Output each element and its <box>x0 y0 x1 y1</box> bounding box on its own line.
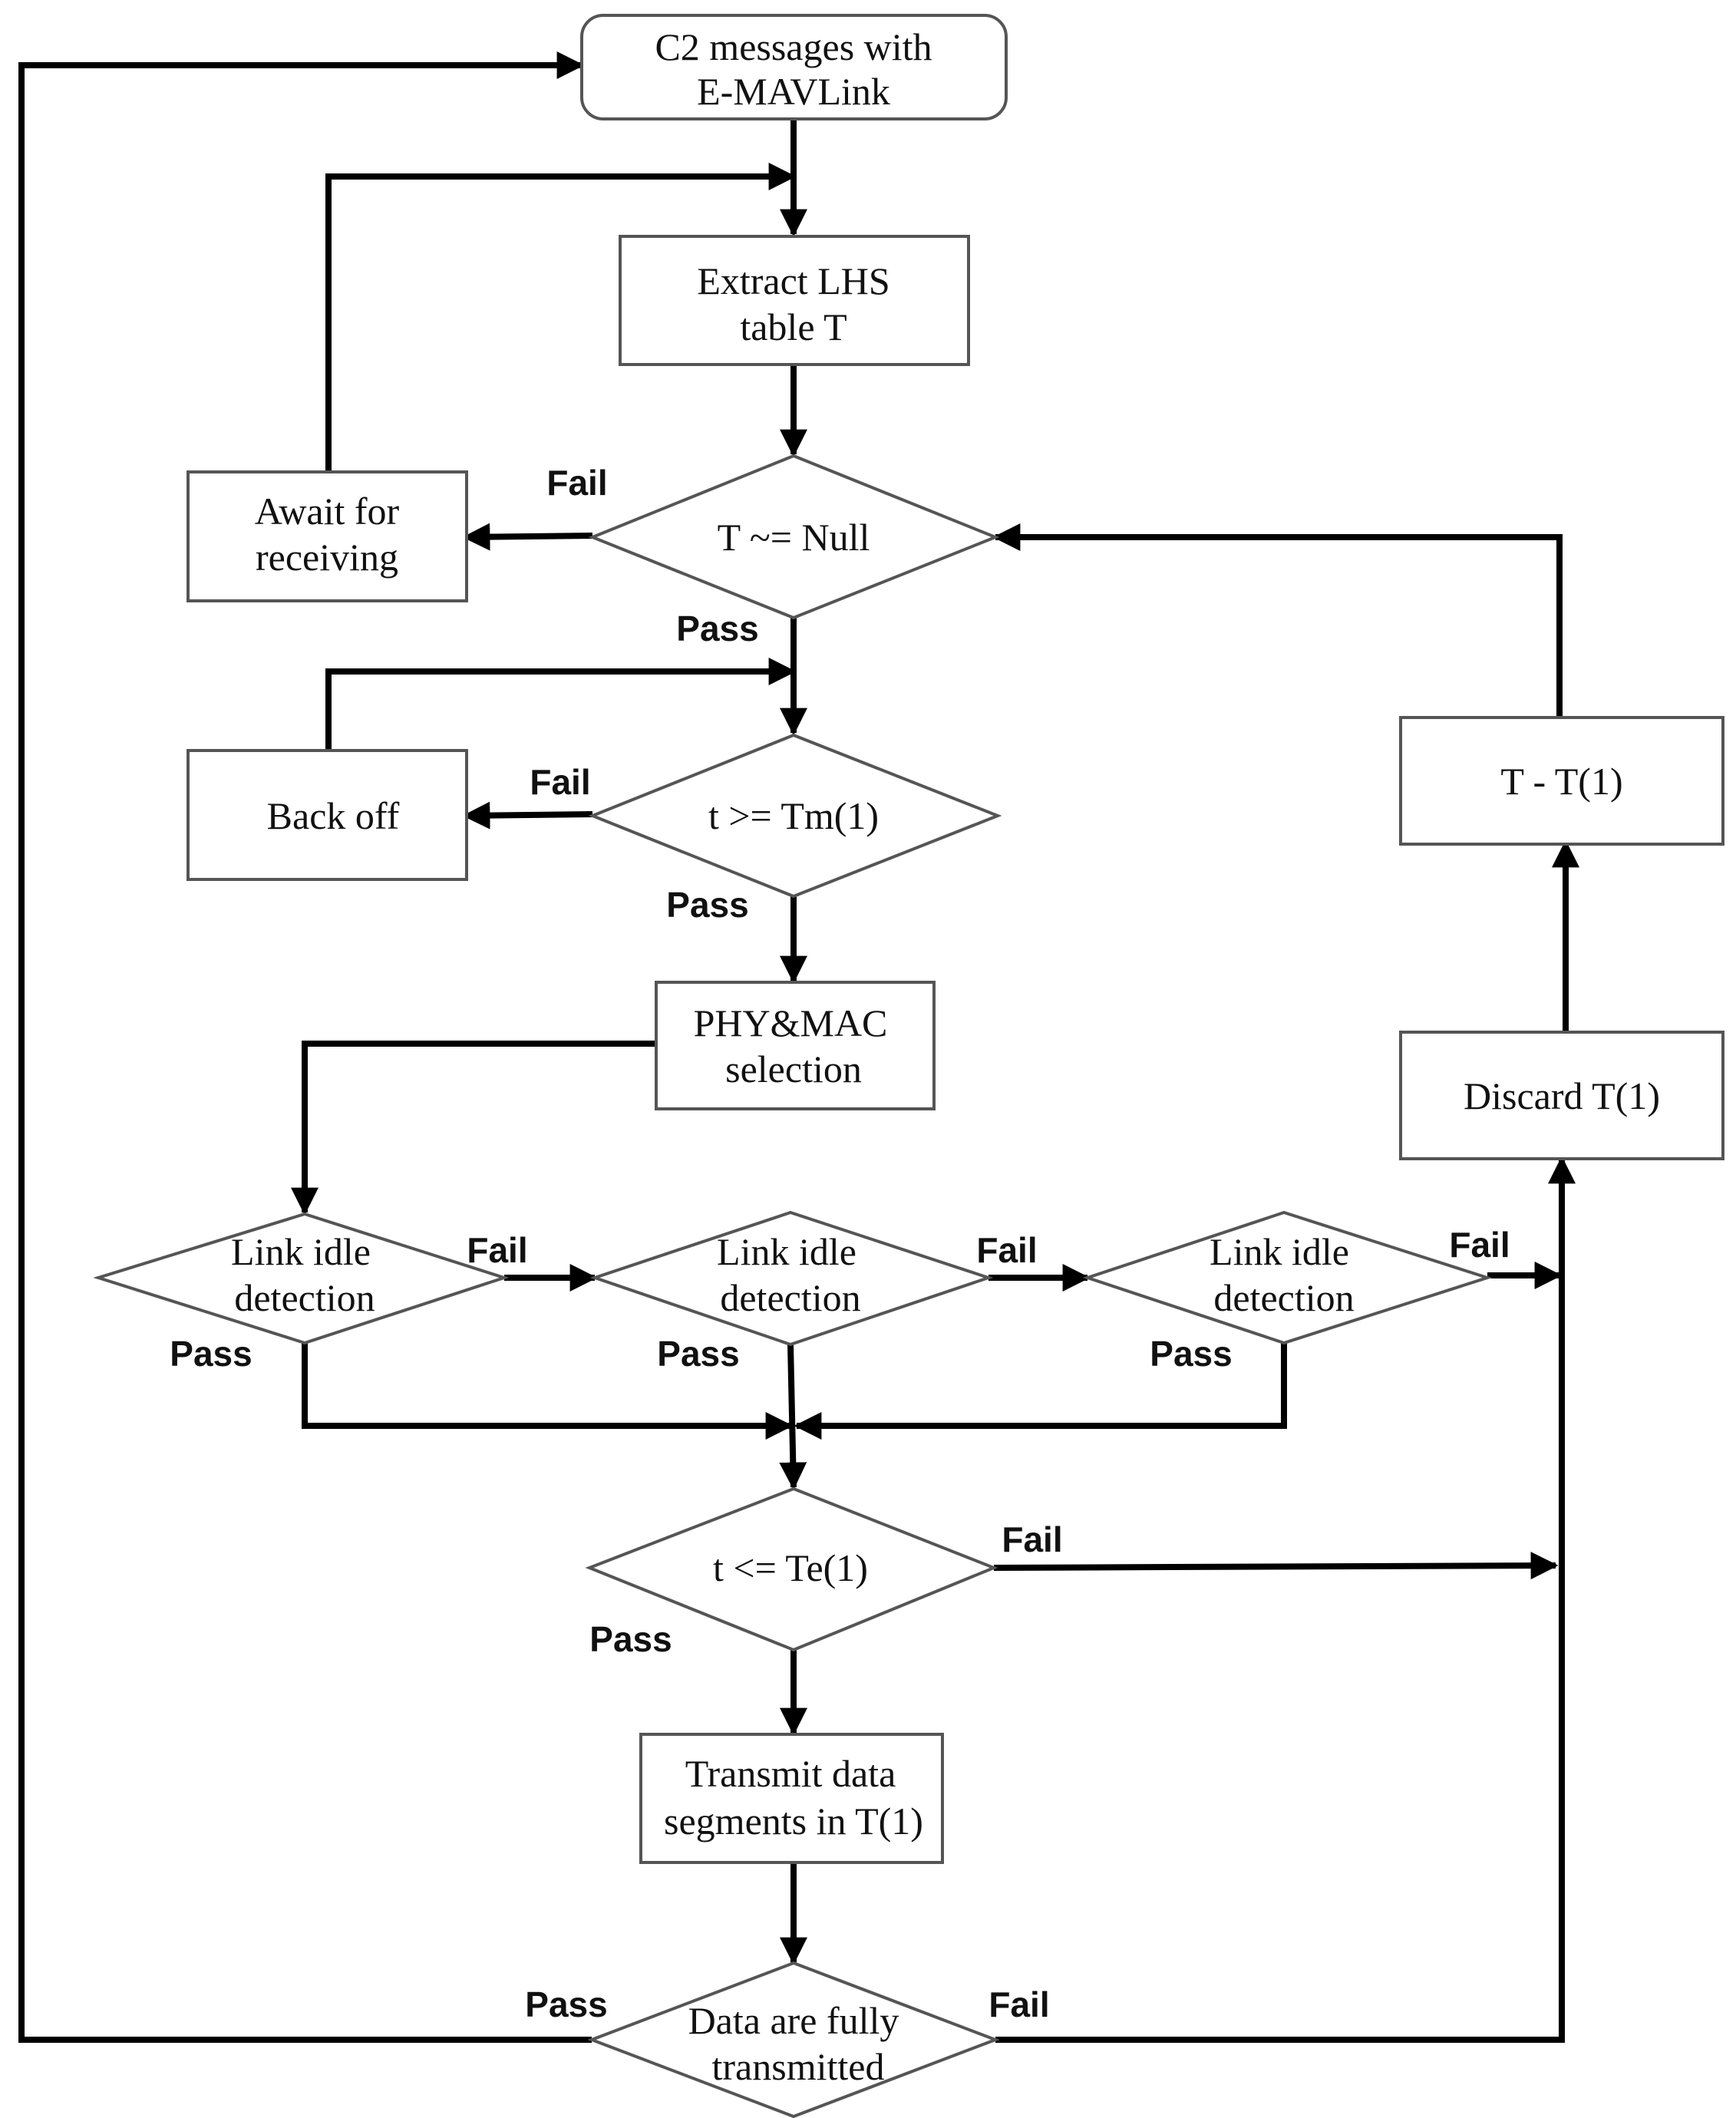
node-transmit: Transmit data segments in T(1) <box>639 1733 944 1864</box>
label-pass-link3: Pass <box>1150 1334 1232 1374</box>
node-link3-line1: Link idle <box>1210 1230 1349 1273</box>
node-extract: Extract LHS table T <box>619 235 970 366</box>
node-phymac-line2: selection <box>725 1047 862 1090</box>
node-extract-line2: table T <box>740 305 847 348</box>
node-discard: Discard T(1) <box>1399 1031 1724 1160</box>
node-fully-line1: Data are fully <box>688 1999 899 2042</box>
edge-link3-pass-merge <box>794 1343 1287 1440</box>
node-discard-label: Discard T(1) <box>1464 1074 1660 1117</box>
node-link2-line2: detection <box>720 1276 860 1319</box>
edge-tm-fail-to-backoff <box>462 801 593 830</box>
edge-tminus-to-null <box>992 523 1563 718</box>
edge-await-loop-back <box>325 163 797 472</box>
label-fail-link3: Fail <box>1449 1225 1510 1265</box>
label-fail-fully: Fail <box>988 1984 1049 2024</box>
node-transmit-line2: segments in T(1) <box>664 1800 923 1843</box>
label-pass-link2: Pass <box>657 1334 739 1374</box>
node-t-te: t <= Te(1) <box>585 1486 998 1652</box>
node-link3: Link idle detection <box>1082 1210 1493 1345</box>
node-extract-line1: Extract LHS <box>697 259 889 302</box>
edge-fully-pass-loop-to-start <box>18 51 592 2043</box>
node-t-te-label: t <= Te(1) <box>713 1546 868 1589</box>
label-pass-link1: Pass <box>170 1334 252 1374</box>
label-pass-null: Pass <box>676 609 758 648</box>
node-link3-line2: detection <box>1213 1276 1354 1319</box>
node-t-null-label: T ~= Null <box>718 516 870 559</box>
edge-link2-pass-to-te <box>779 1344 807 1490</box>
node-transmit-line1: Transmit data <box>685 1752 896 1795</box>
node-link2: Link idle detection <box>589 1210 994 1347</box>
node-t-null: T ~= Null <box>588 454 1000 620</box>
edge-null-fail-to-await <box>462 523 593 551</box>
edge-labels: Fail Pass Fail Pass Fail Pass Fail Pass … <box>170 463 1510 2024</box>
node-start: C2 messages with E-MAVLink <box>580 14 1008 120</box>
edge-fully-fail-up-to-discard <box>995 1156 1576 2043</box>
node-fully-line2: transmitted <box>712 2045 885 2088</box>
label-fail-link1: Fail <box>467 1230 527 1270</box>
node-t-minus-label: T - T(1) <box>1500 760 1622 803</box>
node-t-tm: t >= Tm(1) <box>588 733 1002 899</box>
node-phymac-line1: PHY&MAC <box>694 1001 888 1044</box>
node-await-line1: Await for <box>255 490 400 533</box>
node-backoff: Back off <box>186 749 468 881</box>
label-pass-fully: Pass <box>525 1984 607 2024</box>
node-await: Await for receiving <box>186 470 468 602</box>
label-fail-link2: Fail <box>976 1230 1037 1270</box>
node-fully: Data are fully transmitted <box>587 1961 1000 2118</box>
node-start-line1: C2 messages with <box>655 25 932 68</box>
node-phymac: PHY&MAC selection <box>655 981 936 1110</box>
edge-te-fail-to-right <box>993 1552 1559 1580</box>
edges <box>18 51 1579 2043</box>
node-link1-line1: Link idle <box>231 1230 371 1273</box>
label-pass-te: Pass <box>589 1619 672 1659</box>
edge-link1-pass-merge <box>302 1343 794 1440</box>
edge-backoff-loop-back <box>325 658 797 751</box>
node-backoff-label: Back off <box>267 794 400 837</box>
node-t-minus: T - T(1) <box>1399 716 1724 846</box>
node-t-tm-label: t >= Tm(1) <box>708 794 879 837</box>
node-link1: Link idle detection <box>93 1212 510 1345</box>
node-link1-line2: detection <box>234 1276 375 1319</box>
node-await-line2: receiving <box>256 536 398 579</box>
node-start-line2: E-MAVLink <box>697 70 890 113</box>
label-pass-tm: Pass <box>666 885 748 925</box>
label-fail-null: Fail <box>546 463 607 503</box>
label-fail-te: Fail <box>1002 1519 1062 1559</box>
label-fail-tm: Fail <box>530 762 590 802</box>
edge-phymac-to-link1 <box>291 1041 656 1216</box>
node-link2-line1: Link idle <box>717 1230 856 1273</box>
